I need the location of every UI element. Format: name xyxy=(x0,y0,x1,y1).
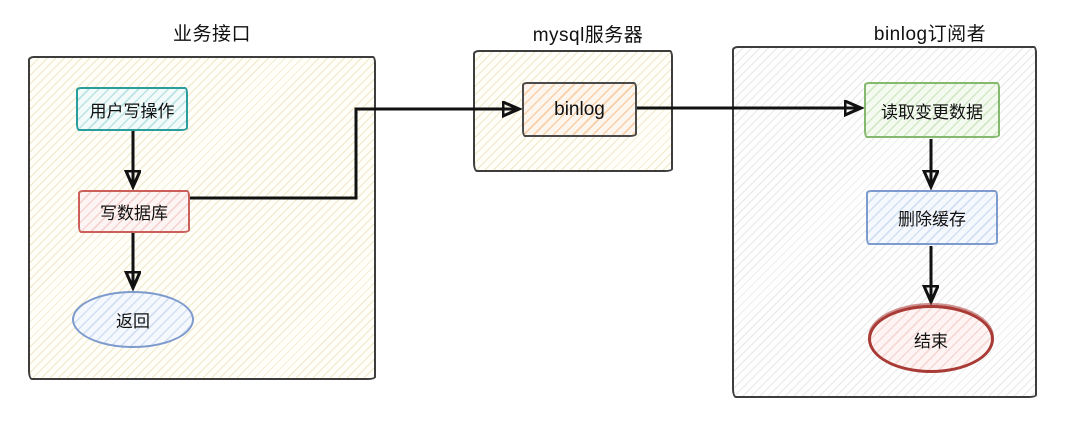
node-return-label: 返回 xyxy=(116,312,150,331)
node-delete-cache: 删除缓存 xyxy=(866,190,998,245)
group-title-mysql-server: mysql服务器 xyxy=(532,25,644,46)
node-write-database: 写数据库 xyxy=(78,190,190,233)
node-return: 返回 xyxy=(72,291,194,348)
node-delete-cache-label: 删除缓存 xyxy=(898,210,966,229)
node-user-write-operation-label: 用户写操作 xyxy=(89,101,175,121)
node-end: 结束 xyxy=(868,305,994,373)
node-end-label: 结束 xyxy=(914,331,948,351)
node-write-database-label: 写数据库 xyxy=(100,204,168,223)
group-title-binlog-subscriber: binlog订阅者 xyxy=(873,24,987,45)
node-binlog: binlog xyxy=(522,82,637,137)
group-title-business-api: 业务接口 xyxy=(172,24,252,45)
node-binlog-label: binlog xyxy=(554,98,605,120)
node-read-change-data: 读取变更数据 xyxy=(864,82,1000,138)
node-user-write-operation: 用户写操作 xyxy=(76,87,188,131)
node-read-change-data-label: 读取变更数据 xyxy=(881,102,983,122)
